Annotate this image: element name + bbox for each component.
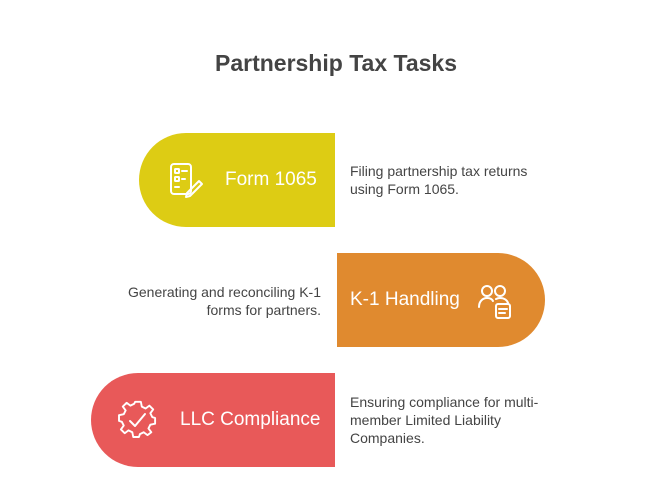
description-line: member Limited Liability: [350, 412, 501, 428]
step-label: Form 1065: [225, 169, 317, 190]
step-label: K-1 Handling: [350, 289, 460, 310]
form-checklist-icon: [165, 160, 205, 200]
step-form-1065: Form 1065: [139, 133, 335, 227]
description-line: Ensuring compliance for multi-: [350, 394, 539, 410]
page-title: Partnership Tax Tasks: [214, 50, 458, 76]
description-line: forms for partners.: [206, 302, 321, 318]
step-description: Ensuring compliance for multi- member Li…: [350, 393, 538, 447]
gear-check-icon: [118, 400, 158, 440]
step-llc-compliance: LLC Compliance: [91, 373, 335, 467]
description-line: Generating and reconciling K-1: [127, 284, 321, 300]
step-k1-handling: K-1 Handling: [337, 253, 545, 347]
description-line: Companies.: [350, 430, 425, 446]
description-line: Filing partnership tax returns: [350, 163, 528, 179]
partners-document-icon: [476, 280, 516, 320]
description-line: using Form 1065.: [350, 181, 459, 197]
step-label: LLC Compliance: [180, 409, 321, 430]
step-description: Filing partnership tax returns using For…: [350, 162, 527, 198]
step-description: Generating and reconciling K-1 forms for…: [128, 283, 321, 319]
